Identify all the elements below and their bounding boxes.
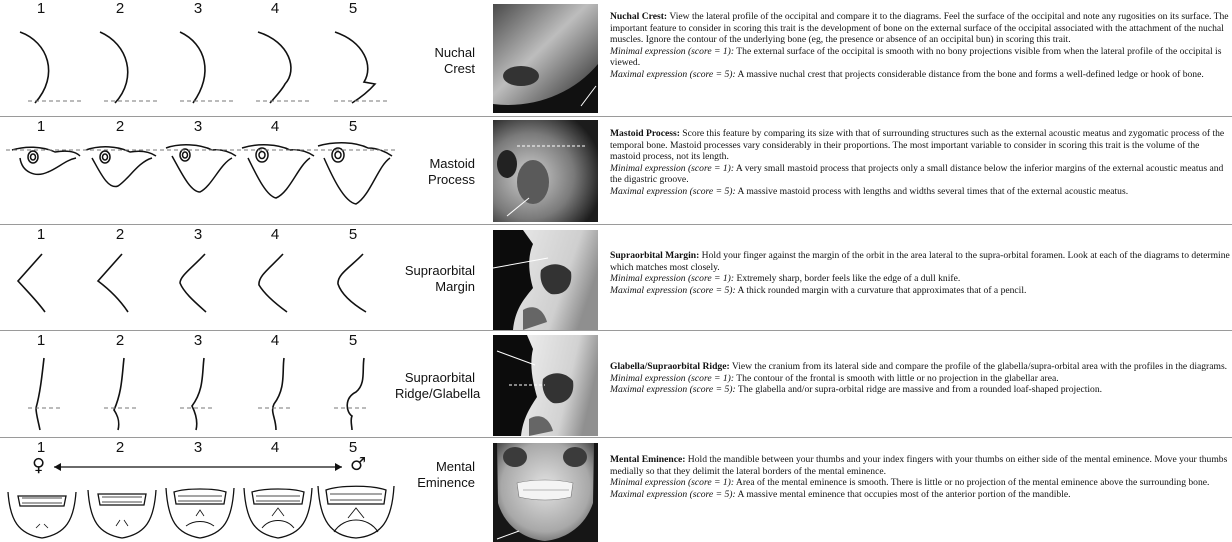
score-number-2: 2 bbox=[110, 332, 130, 349]
score-number-1: 1 bbox=[31, 332, 51, 349]
score-number-1: 1 bbox=[31, 226, 51, 243]
glabella-diagram-5 bbox=[347, 358, 364, 430]
score-number-3: 3 bbox=[188, 118, 208, 135]
score-number-2: 2 bbox=[110, 118, 130, 135]
mental-eminence-photo bbox=[493, 443, 598, 542]
score-number-3: 3 bbox=[188, 226, 208, 243]
supraorbital-margin-photo bbox=[493, 230, 598, 330]
trait-row-mastoid-process: 1 2 3 4 5 bbox=[0, 118, 1232, 224]
trait-label: Mastoid Process bbox=[395, 156, 475, 188]
row-divider bbox=[0, 437, 1232, 438]
mandible-diagram-1 bbox=[8, 492, 76, 538]
mastoid-diagram-1 bbox=[12, 147, 80, 174]
nuchal-diagram-5 bbox=[335, 32, 375, 103]
trait-row-mental-eminence: 1 2 3 4 5 ♀ ♂ bbox=[0, 439, 1232, 542]
margin-diagram-5 bbox=[338, 254, 366, 312]
nuchal-diagram-1 bbox=[20, 32, 49, 103]
row-divider bbox=[0, 224, 1232, 225]
score-number-2: 2 bbox=[110, 226, 130, 243]
nuchal-diagram-3 bbox=[180, 32, 205, 103]
score-number-5: 5 bbox=[343, 0, 363, 17]
mastoid-diagram-5 bbox=[318, 143, 392, 204]
score-number-4: 4 bbox=[265, 0, 285, 17]
score-number-5: 5 bbox=[343, 332, 363, 349]
mandible-diagram-2 bbox=[88, 490, 156, 538]
mandible-diagram-3 bbox=[166, 488, 234, 538]
trait-label: Supraorbital Margin bbox=[395, 263, 475, 295]
mastoid-process-diagrams bbox=[0, 136, 400, 222]
row-divider bbox=[0, 330, 1232, 331]
score-number-4: 4 bbox=[265, 226, 285, 243]
trait-row-supraorbital-margin: 1 2 3 4 5 Supraorbital Margin Supraorbit… bbox=[0, 226, 1232, 330]
sex-range-arrow bbox=[54, 463, 342, 471]
score-number-2: 2 bbox=[110, 0, 130, 17]
mental-eminence-diagrams bbox=[0, 439, 400, 542]
score-number-3: 3 bbox=[188, 0, 208, 17]
score-number-1: 1 bbox=[31, 118, 51, 135]
score-number-1: 1 bbox=[31, 0, 51, 17]
row-divider bbox=[0, 116, 1232, 117]
glabella-diagram-2 bbox=[114, 358, 124, 430]
glabella-diagram-3 bbox=[192, 358, 204, 430]
mandible-diagram-4 bbox=[244, 488, 312, 538]
mastoid-diagram-2 bbox=[86, 147, 156, 187]
mandible-diagram-5 bbox=[318, 486, 394, 538]
margin-diagram-2 bbox=[98, 254, 128, 312]
mastoid-process-photo bbox=[493, 120, 598, 222]
supraorbital-margin-diagrams bbox=[0, 244, 400, 328]
supraorbital-margin-description: Supraorbital Margin: Hold your finger ag… bbox=[610, 250, 1232, 296]
score-number-5: 5 bbox=[343, 118, 363, 135]
glabella-diagram-1 bbox=[36, 358, 44, 430]
trait-row-supraorbital-ridge-glabella: 1 2 3 4 5 Supraorbital Ridge/Glabella bbox=[0, 332, 1232, 437]
mastoid-diagram-3 bbox=[166, 145, 236, 192]
score-number-4: 4 bbox=[265, 118, 285, 135]
trait-row-nuchal-crest: 1 2 3 4 5 Nuchal Crest bbox=[0, 0, 1232, 116]
score-number-4: 4 bbox=[265, 332, 285, 349]
nuchal-crest-photo bbox=[493, 4, 598, 113]
glabella-description: Glabella/Supraorbital Ridge: View the cr… bbox=[610, 361, 1232, 396]
nuchal-diagram-2 bbox=[100, 32, 128, 103]
trait-label: Mental Eminence bbox=[395, 459, 475, 491]
trait-label: Nuchal Crest bbox=[395, 45, 475, 77]
trait-label: Supraorbital Ridge/Glabella bbox=[395, 370, 475, 402]
glabella-photo bbox=[493, 335, 598, 436]
nuchal-crest-description: Nuchal Crest: View the lateral profile o… bbox=[610, 11, 1232, 81]
score-number-3: 3 bbox=[188, 332, 208, 349]
mastoid-process-description: Mastoid Process: Score this feature by c… bbox=[610, 128, 1232, 198]
glabella-diagram-4 bbox=[273, 358, 284, 430]
glabella-diagrams bbox=[0, 350, 400, 436]
mastoid-diagram-4 bbox=[242, 145, 314, 198]
margin-diagram-4 bbox=[259, 254, 287, 312]
mental-eminence-description: Mental Eminence: Hold the mandible betwe… bbox=[610, 454, 1232, 500]
nuchal-diagram-4 bbox=[258, 32, 291, 103]
margin-diagram-3 bbox=[180, 254, 206, 312]
nuchal-crest-diagrams bbox=[0, 18, 400, 114]
margin-diagram-1 bbox=[18, 254, 45, 312]
score-number-5: 5 bbox=[343, 226, 363, 243]
